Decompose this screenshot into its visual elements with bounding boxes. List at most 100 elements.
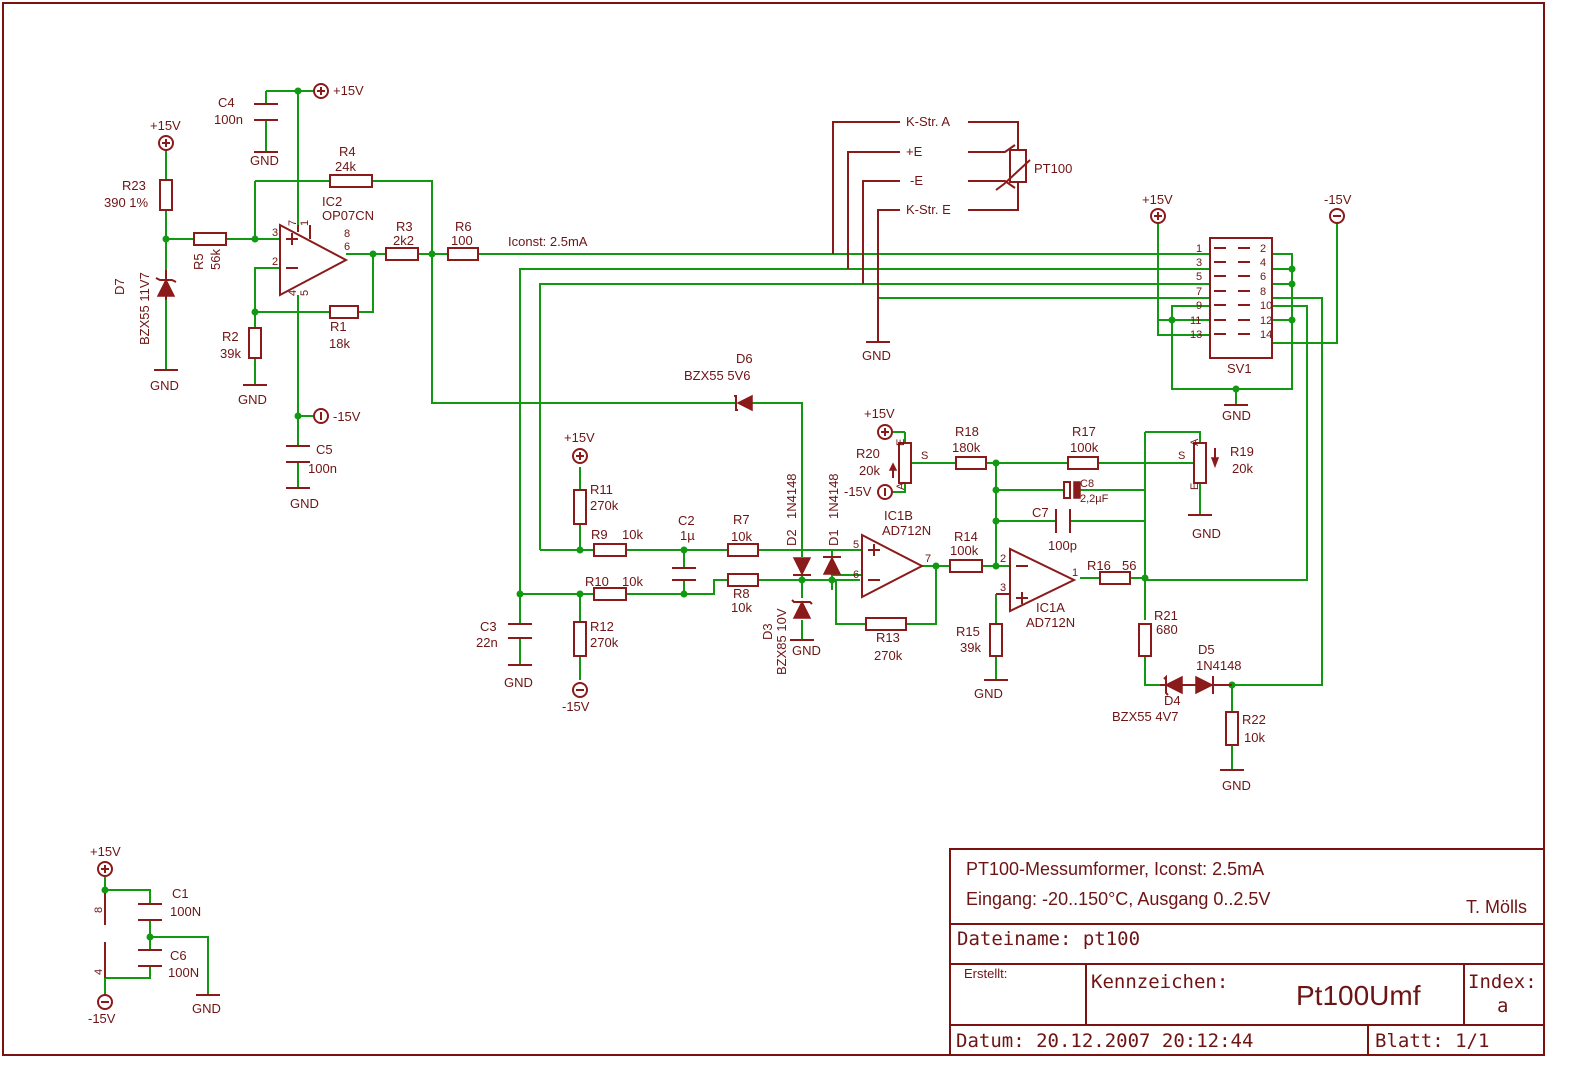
- gnd-label: GND: [1192, 526, 1221, 541]
- minus15-symbol: [97, 994, 113, 1010]
- net-label-minus-e: -E: [910, 173, 923, 188]
- label-s: S: [921, 450, 928, 462]
- label-4: 9: [1196, 300, 1202, 312]
- drawing-frame: [2, 2, 1545, 1056]
- label-p8: 8: [344, 228, 350, 240]
- label-d2v: 1N4148: [784, 473, 799, 519]
- label-c4v: 100n: [214, 112, 243, 127]
- title-line1: PT100-Messumformer, Iconst: 2.5mA: [966, 859, 1264, 879]
- label-p1: 1: [299, 220, 311, 226]
- plus15-symbol: [97, 861, 113, 877]
- label-r6v: 100: [451, 233, 473, 248]
- label-r6: R6: [455, 219, 472, 234]
- supply-label: -15V: [88, 1011, 116, 1026]
- label-d1: D1: [826, 529, 841, 546]
- component-symbols: [104, 103, 1273, 978]
- label-e: E: [1189, 483, 1201, 490]
- label-0: 2: [1260, 243, 1266, 255]
- label-d4v: BZX55 4V7: [1112, 709, 1179, 724]
- label-r5v: 56k: [208, 249, 223, 270]
- label-r16v: 56: [1122, 558, 1136, 573]
- label-d1v: 1N4148: [826, 473, 841, 519]
- net-label-pt100: PT100: [1034, 161, 1072, 176]
- label-p3: 3: [272, 227, 278, 239]
- label-c4: C4: [218, 95, 235, 110]
- gnd-label: GND: [862, 348, 891, 363]
- label-r11: R11: [590, 482, 613, 497]
- label-r23v: 390 1%: [104, 195, 149, 210]
- minus15-symbol: [572, 682, 588, 698]
- label-p2: 2: [272, 256, 278, 268]
- label-d5v: 1N4148: [1196, 658, 1242, 673]
- label-p6: 6: [344, 241, 350, 253]
- label-r3: R3: [396, 219, 413, 234]
- label-r14v: 100k: [950, 543, 979, 558]
- label-d3v: BZX85 10V: [774, 608, 789, 675]
- label-a: A: [895, 482, 907, 490]
- label-r1v: 18k: [329, 336, 350, 351]
- label-r17: R17: [1072, 424, 1096, 439]
- blatt: Blatt: 1/1: [1375, 1030, 1489, 1052]
- label-5: 12: [1260, 315, 1272, 327]
- gnd-label: GND: [192, 1001, 221, 1016]
- label-c1v: 100N: [170, 904, 201, 919]
- label-d7: D7: [112, 278, 127, 295]
- label-r17v: 100k: [1070, 440, 1099, 455]
- label-c8v: 2,2µF: [1080, 493, 1109, 505]
- label-e: E: [895, 439, 907, 446]
- label-r2: R2: [222, 329, 239, 344]
- label-p2: 2: [1000, 553, 1006, 565]
- label-p6: 6: [853, 569, 859, 581]
- net-label-kstr-a: K-Str. A: [906, 114, 950, 129]
- label-r1: R1: [330, 319, 347, 334]
- supply-label: +15V: [564, 430, 595, 445]
- supply-label: -15V: [1324, 192, 1352, 207]
- label-1: 4: [1260, 257, 1266, 269]
- gnd-label: GND: [290, 496, 319, 511]
- kennzeichen-label: Kennzeichen:: [1091, 971, 1228, 993]
- label-ic2: IC2: [322, 194, 342, 209]
- label-c5: C5: [316, 442, 333, 457]
- label-d2: D2: [784, 529, 799, 546]
- junctions: [101, 87, 1296, 941]
- label-r18v: 180k: [952, 440, 981, 455]
- supply-label: +15V: [90, 844, 121, 859]
- label-c7v: 100p: [1048, 538, 1077, 553]
- label-ic1bv: AD712N: [882, 523, 931, 538]
- supply-symbols: [97, 83, 1345, 1010]
- label-c5v: 100n: [308, 461, 337, 476]
- label-d6v: BZX55 5V6: [684, 368, 751, 383]
- gnd-label: GND: [1222, 778, 1251, 793]
- label-p4: 4: [93, 969, 105, 975]
- label-d5: D5: [1198, 642, 1215, 657]
- label-p5: 5: [299, 290, 311, 296]
- label-d6: D6: [736, 351, 753, 366]
- label-r3v: 2k2: [393, 233, 414, 248]
- supply-label: +15V: [333, 83, 364, 98]
- dateiname: Dateiname: pt100: [957, 928, 1140, 950]
- gnd-label: GND: [504, 675, 533, 690]
- label-c3: C3: [480, 619, 497, 634]
- label-p4: 4: [287, 290, 299, 296]
- label-r22: R22: [1242, 712, 1266, 727]
- label-p1: 1: [1072, 567, 1078, 579]
- index-label: Index:: [1468, 971, 1537, 993]
- net-label-plus-e: +E: [906, 144, 923, 159]
- label-0: 1: [1196, 243, 1202, 255]
- gnd-label: GND: [974, 686, 1003, 701]
- minus15-symbol: [877, 484, 893, 500]
- label-ic2v: OP07CN: [322, 208, 374, 223]
- labels: +15V +15V -15V +15V -15V +15V -15V +15V …: [88, 83, 1352, 1026]
- label-r4v: 24k: [335, 159, 356, 174]
- label-r4: R4: [339, 144, 356, 159]
- supply-label: -15V: [844, 484, 872, 499]
- label-r7: R7: [733, 512, 750, 527]
- label-sv1: SV1: [1227, 361, 1252, 376]
- minus15-symbol: [1329, 208, 1345, 224]
- label-r8v: 10k: [731, 600, 752, 615]
- gnd-label: GND: [150, 378, 179, 393]
- label-6: 13: [1190, 329, 1202, 341]
- net-label-kstr-e: K-Str. E: [906, 202, 951, 217]
- supply-label: +15V: [1142, 192, 1173, 207]
